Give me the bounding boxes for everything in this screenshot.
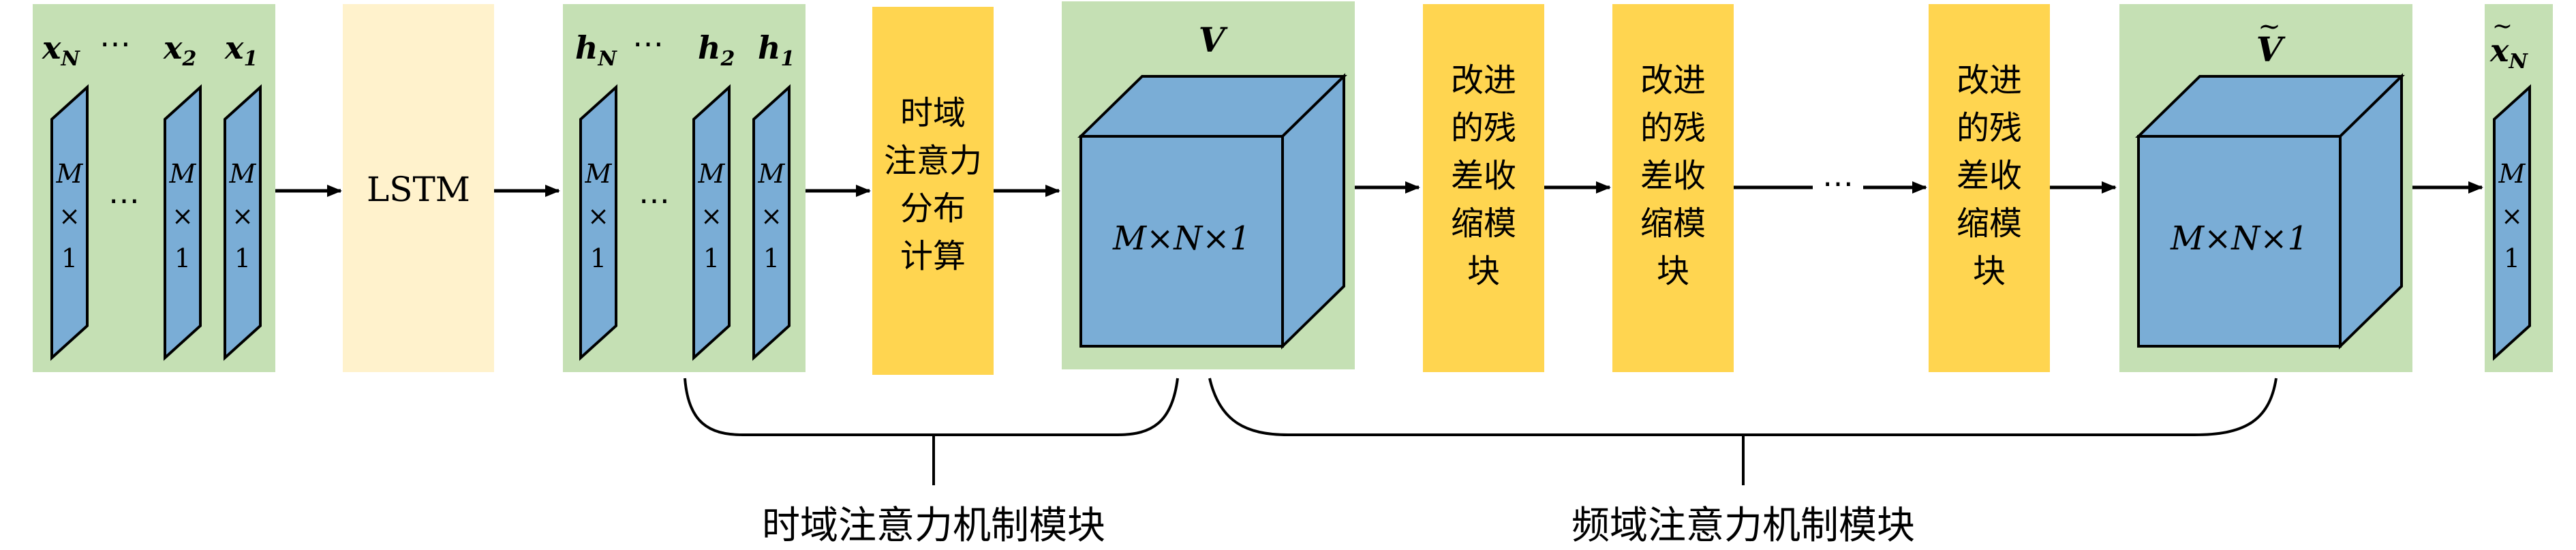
vector-label-times: × bbox=[2501, 201, 2523, 231]
vector-label-one: 1 bbox=[174, 243, 191, 273]
vector-label-m: M bbox=[2498, 159, 2526, 189]
input-vector-dots: ⋯ bbox=[108, 182, 140, 219]
hidden-vector-h1: M × 1 bbox=[752, 84, 791, 361]
lstm-background bbox=[343, 4, 494, 372]
vector-label-times: × bbox=[59, 201, 80, 231]
vector-label-times: × bbox=[761, 201, 782, 231]
input-label-x2: x2 bbox=[163, 29, 196, 71]
input-vector-x1: M × 1 bbox=[224, 84, 262, 361]
residual-1-line-4: 缩模 bbox=[1451, 204, 1516, 243]
vector-label-one: 1 bbox=[61, 243, 78, 273]
time-attention-line-1: 时域 bbox=[900, 94, 966, 132]
time-attention-calc-block: 时域 注意力 分布 计算 bbox=[872, 7, 994, 375]
time-attention-line-4: 计算 bbox=[900, 237, 966, 275]
v-tilde-title: V bbox=[2256, 29, 2286, 70]
v-tilde-accent: ~ bbox=[2258, 11, 2281, 42]
v-tilde-cube bbox=[2135, 73, 2405, 350]
residual-shrinkage-block-1: 改进 的残 差收 缩模 块 bbox=[1423, 4, 1544, 372]
hidden-vector-dots: ⋯ bbox=[639, 182, 670, 219]
input-sequence-block: xN ⋯ x2 x1 M × 1 ⋯ M × 1 M × 1 bbox=[33, 4, 275, 372]
vector-label-m: M bbox=[169, 159, 197, 189]
residual-2-line-5: 块 bbox=[1657, 252, 1689, 290]
residual-1-line-5: 块 bbox=[1467, 252, 1500, 290]
residual-2-line-2: 的残 bbox=[1640, 109, 1706, 147]
hidden-vector-h2: M × 1 bbox=[692, 84, 731, 361]
frequency-domain-brace: 频域注意力机制模块 bbox=[1208, 378, 2278, 548]
input-label-xN: xN bbox=[42, 29, 80, 71]
residual-1-background bbox=[1423, 4, 1544, 372]
vector-label-one: 1 bbox=[234, 243, 251, 273]
residual-n-line-1: 改进 bbox=[1957, 61, 2022, 100]
hidden-label-h1: h1 bbox=[758, 29, 795, 71]
vector-label-times: × bbox=[701, 201, 722, 231]
residual-2-line-4: 缩模 bbox=[1640, 204, 1706, 243]
residual-n-line-2: 的残 bbox=[1957, 109, 2022, 147]
v-block: V M×N×1 bbox=[1062, 1, 1355, 369]
hidden-label-dots: ⋯ bbox=[632, 25, 664, 62]
vector-label-m: M bbox=[585, 159, 613, 189]
vector-label-m: M bbox=[698, 159, 726, 189]
residual-n-background bbox=[1929, 4, 2050, 372]
vector-label-m: M bbox=[229, 159, 257, 189]
time-attention-line-3: 分布 bbox=[900, 189, 966, 228]
output-label: xN bbox=[2489, 32, 2528, 74]
residual-shrinkage-block-2: 改进 的残 差收 缩模 块 bbox=[1612, 4, 1734, 372]
vector-label-times: × bbox=[172, 201, 194, 231]
lstm-label: LSTM bbox=[367, 170, 470, 209]
input-label-dots: ⋯ bbox=[99, 25, 131, 62]
v-title: V bbox=[1199, 20, 1229, 60]
v-cube-label: M×N×1 bbox=[1112, 219, 1251, 258]
residual-n-line-3: 差收 bbox=[1957, 157, 2022, 195]
v-tilde-block: ~ V M×N×1 bbox=[2119, 4, 2412, 372]
residual-dots: ⋯ bbox=[1822, 165, 1854, 202]
frequency-domain-brace-label: 频域注意力机制模块 bbox=[1571, 504, 1915, 548]
hidden-states-block: hN ⋯ h2 h1 M × 1 ⋯ M × 1 M × 1 bbox=[563, 4, 806, 372]
time-domain-brace: 时域注意力机制模块 bbox=[684, 378, 1179, 548]
hidden-vector-hN: M × 1 bbox=[579, 84, 617, 361]
output-vector: M × 1 bbox=[2493, 84, 2531, 361]
vector-label-times: × bbox=[587, 201, 609, 231]
vector-label-one: 1 bbox=[763, 243, 780, 273]
residual-1-line-3: 差收 bbox=[1451, 157, 1516, 195]
vector-label-m: M bbox=[758, 159, 786, 189]
residual-2-background bbox=[1612, 4, 1734, 372]
hidden-label-hN: hN bbox=[575, 29, 617, 71]
time-attention-background bbox=[872, 7, 994, 375]
output-accent: ~ bbox=[2492, 12, 2513, 40]
time-attention-line-2: 注意力 bbox=[884, 142, 982, 180]
v-tilde-cube-label: M×N×1 bbox=[2170, 219, 2308, 258]
output-block: ~ xN M × 1 bbox=[2485, 4, 2553, 372]
input-vector-x2: M × 1 bbox=[164, 84, 202, 361]
v-cube bbox=[1077, 73, 1347, 350]
time-domain-brace-label: 时域注意力机制模块 bbox=[762, 504, 1105, 548]
residual-n-line-5: 块 bbox=[1973, 252, 2006, 290]
residual-2-line-1: 改进 bbox=[1640, 61, 1706, 100]
residual-1-line-2: 的残 bbox=[1451, 109, 1516, 147]
vector-label-one: 1 bbox=[590, 243, 607, 273]
vector-label-one: 1 bbox=[703, 243, 720, 273]
input-vector-xN: M × 1 bbox=[50, 84, 89, 361]
lstm-block: LSTM bbox=[343, 4, 494, 372]
residual-2-line-3: 差收 bbox=[1640, 157, 1706, 195]
hidden-label-h2: h2 bbox=[698, 29, 735, 71]
input-label-x1: x1 bbox=[224, 29, 258, 71]
vector-label-one: 1 bbox=[2504, 243, 2520, 273]
vector-label-times: × bbox=[232, 201, 254, 231]
residual-1-line-1: 改进 bbox=[1451, 61, 1516, 100]
residual-n-line-4: 缩模 bbox=[1957, 204, 2022, 243]
vector-label-m: M bbox=[56, 159, 84, 189]
residual-shrinkage-block-n: 改进 的残 差收 缩模 块 bbox=[1929, 4, 2050, 372]
